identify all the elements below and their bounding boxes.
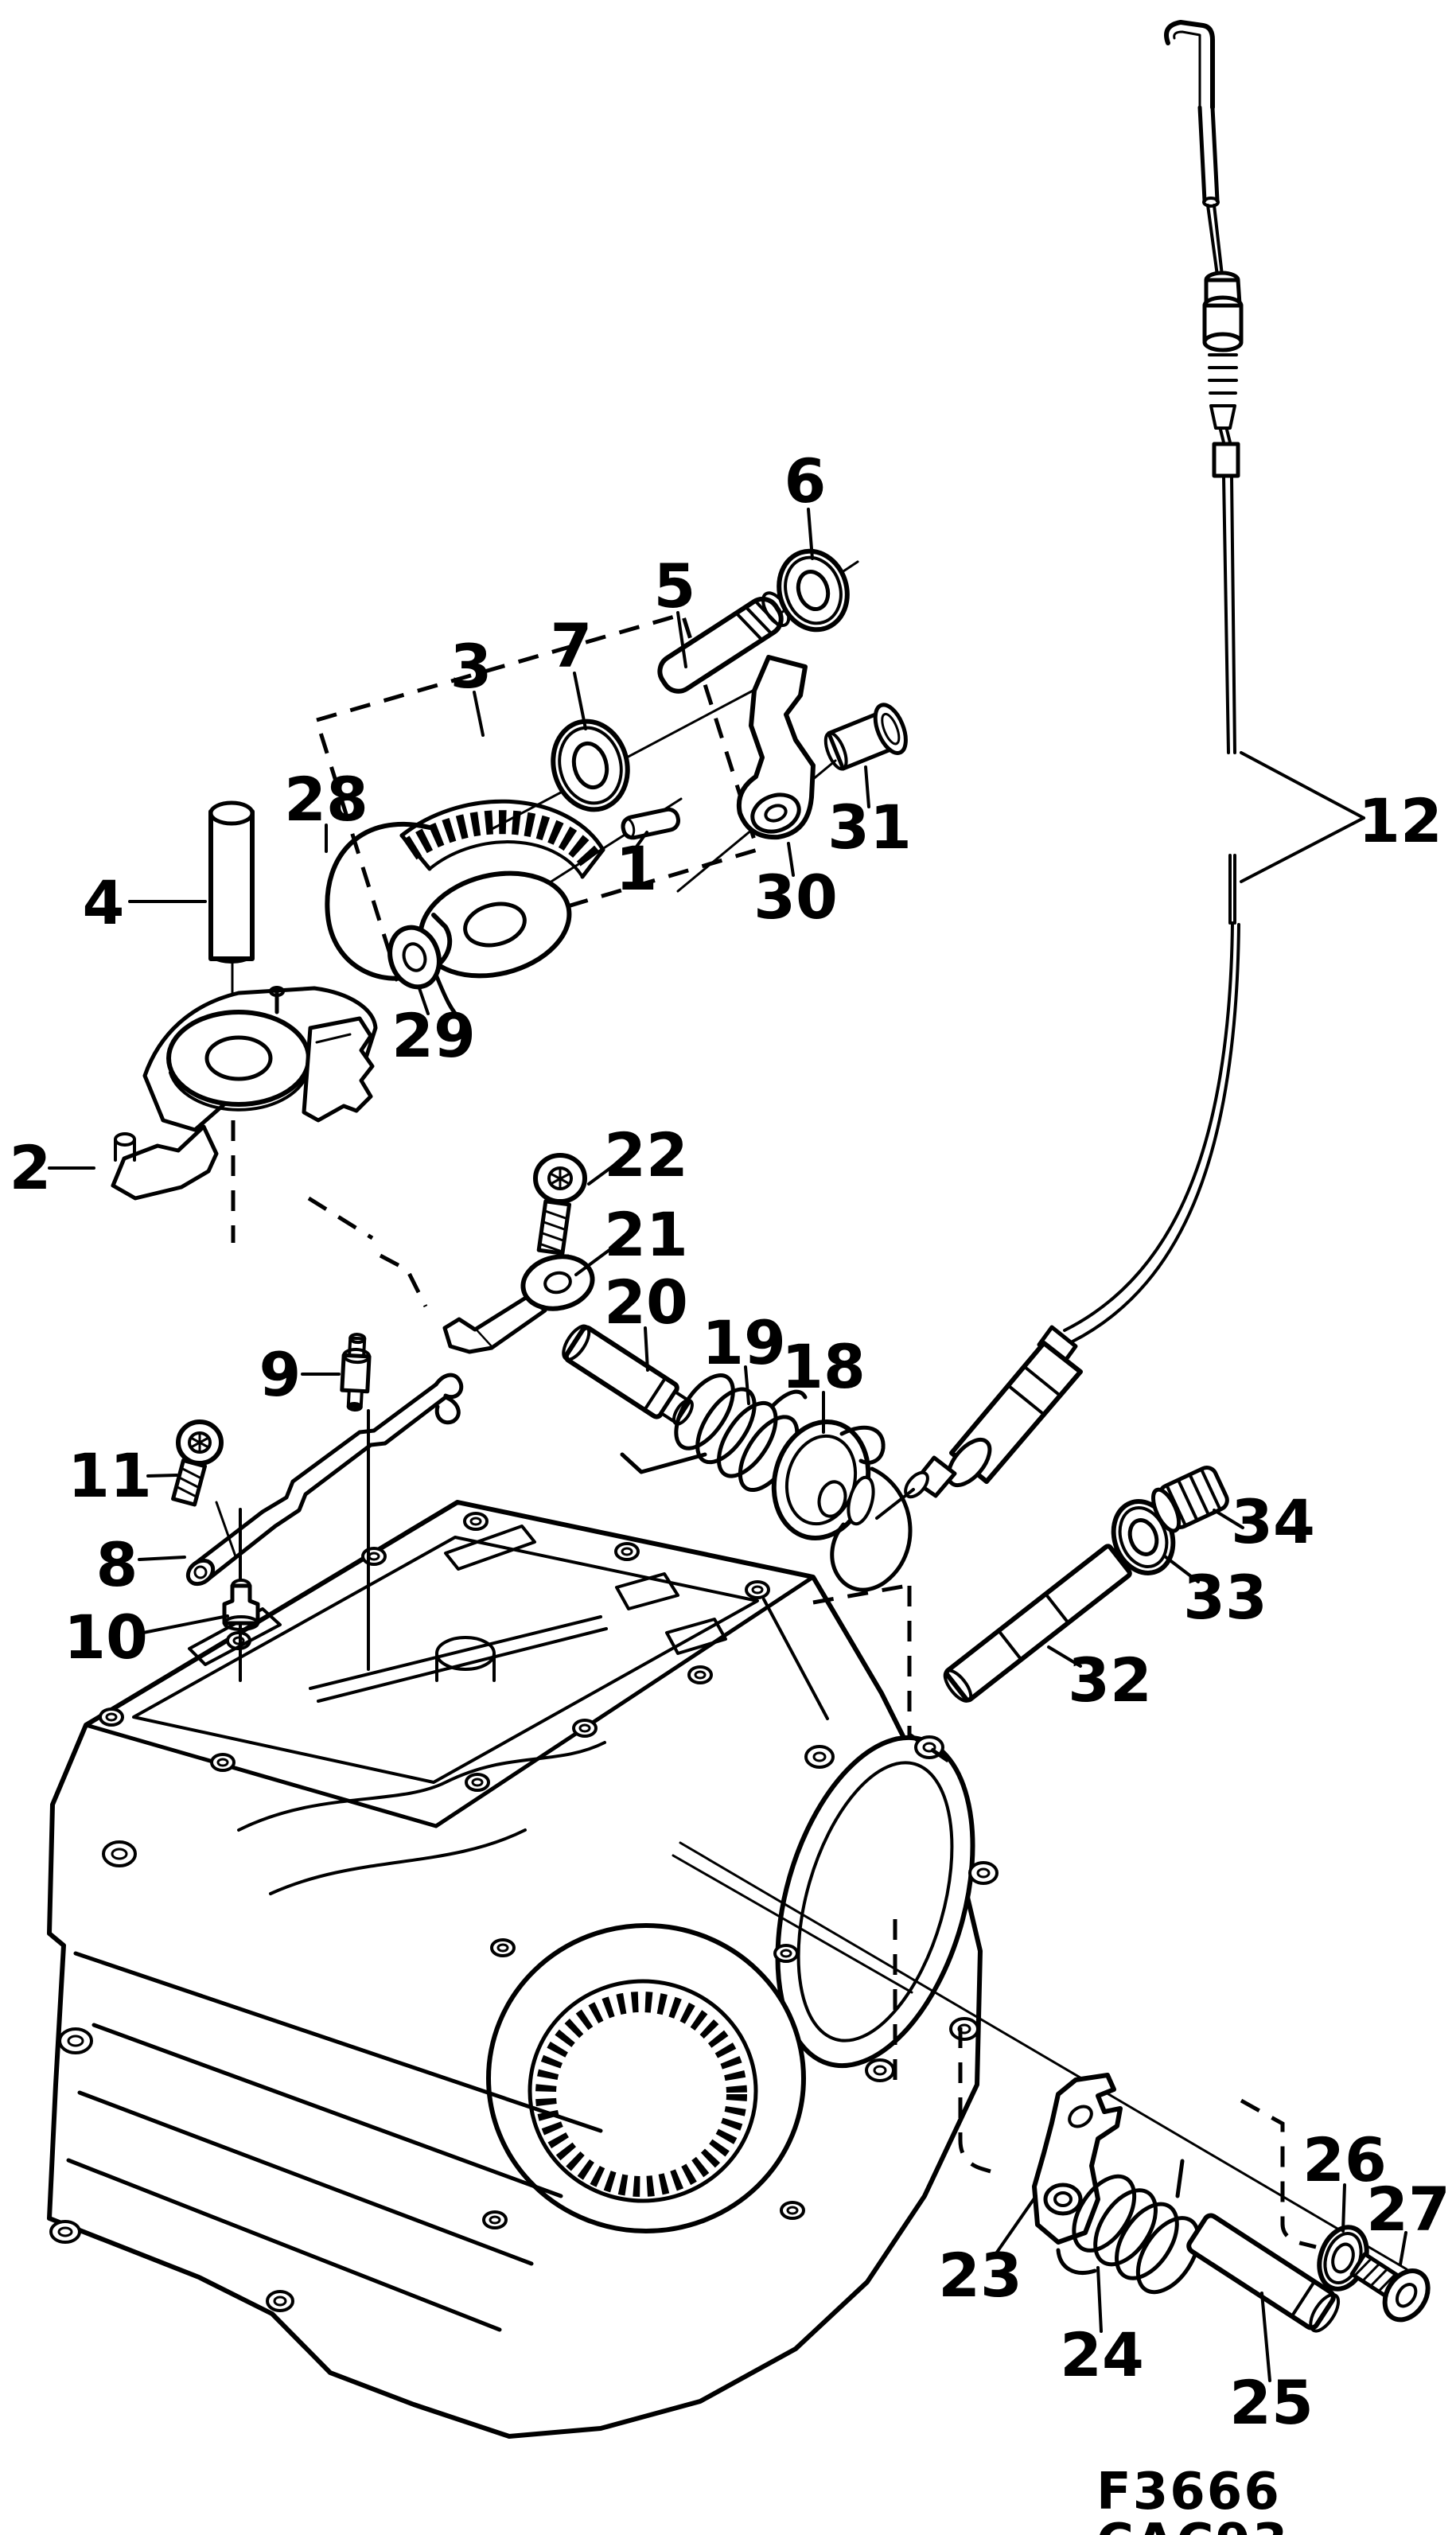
leader-line-22	[587, 1160, 621, 1186]
leader-line-29	[418, 987, 430, 1015]
rod-group	[943, 1466, 1229, 1703]
leader-line-12	[1240, 816, 1365, 883]
leader-line-23	[995, 2194, 1037, 2255]
leader-line-3	[473, 691, 485, 737]
leader-line-8	[138, 1556, 186, 1561]
leader-line-24	[1096, 2266, 1103, 2333]
figure-code: F3666 CAC93	[1096, 2463, 1288, 2535]
leader-line-19	[744, 1365, 750, 1405]
leader-line-5	[676, 611, 687, 668]
leader-line-12	[1240, 751, 1365, 820]
leader-line-26	[1341, 2183, 1346, 2233]
leader-line-30	[787, 842, 795, 877]
leader-line-11	[146, 1474, 178, 1478]
leader-line-1	[635, 831, 648, 848]
gearbox-housing	[47, 1409, 999, 2439]
leader-line-25	[1260, 2292, 1271, 2382]
shift-cable	[875, 20, 1244, 1520]
linkage-parts	[171, 1153, 913, 1631]
assembly-dashed-lines	[231, 611, 1317, 2249]
detent-group	[1032, 2073, 1431, 2333]
leader-line-21	[574, 1241, 621, 1276]
selector-gear-assembly	[111, 548, 908, 1201]
leader-line-7	[573, 672, 587, 730]
leader-line-32	[1047, 1645, 1082, 1668]
leader-line-33	[1163, 1555, 1200, 1583]
callout-leader-lines	[48, 508, 1407, 2382]
leader-line-34	[1213, 1509, 1244, 1529]
leader-line-6	[807, 508, 814, 560]
leader-line-20	[644, 1326, 649, 1372]
leader-line-10	[142, 1614, 229, 1634]
leader-line-31	[864, 765, 870, 808]
leader-line-27	[1399, 2231, 1407, 2266]
